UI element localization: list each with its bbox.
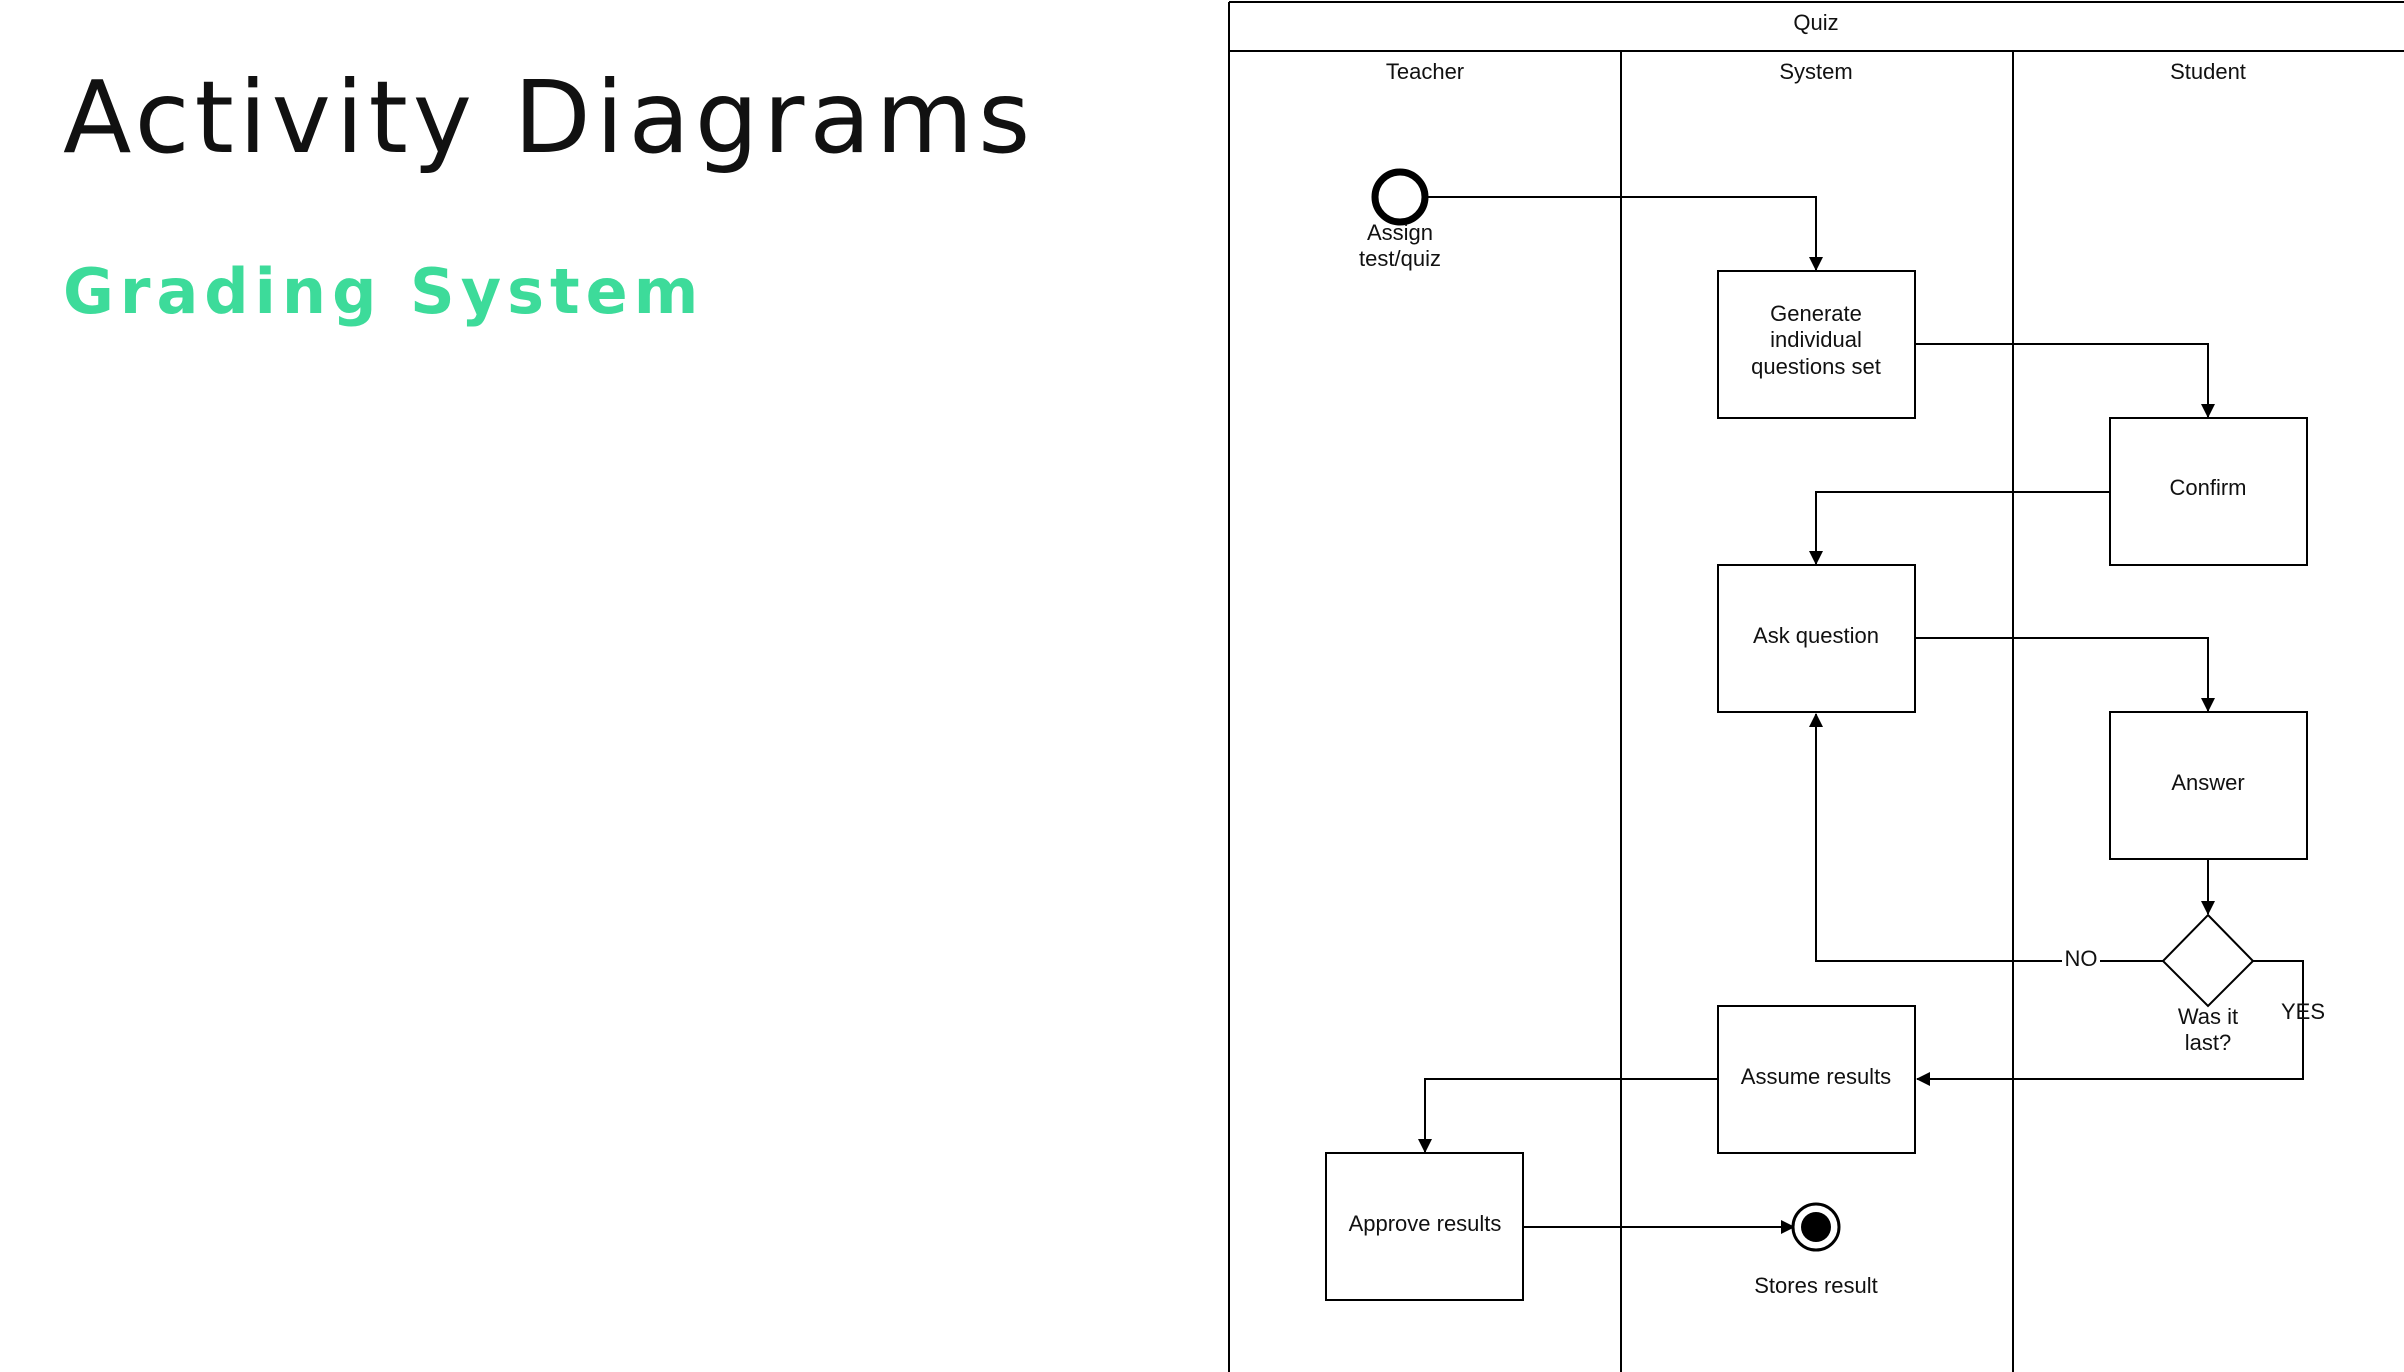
activity-generate-line1: Generate bbox=[1770, 301, 1862, 326]
activity-answer-label: Answer bbox=[2171, 770, 2244, 795]
flow-assume-to-approve bbox=[1418, 1078, 1718, 1153]
pool-title: Quiz bbox=[1793, 10, 1838, 35]
lane-header-system: System bbox=[1779, 59, 1852, 84]
swimlane-pool bbox=[1228, 1, 2404, 1372]
activity-approve-results bbox=[1325, 1152, 1524, 1301]
activity-approve-label: Approve results bbox=[1349, 1211, 1502, 1236]
decision-no-label: NO bbox=[2065, 946, 2098, 971]
lane-header-student: Student bbox=[2170, 59, 2246, 84]
activity-ask-question bbox=[1717, 564, 1916, 713]
page-subtitle: Grading System bbox=[63, 255, 705, 328]
start-label-line2: test/quiz bbox=[1359, 246, 1441, 271]
activity-answer bbox=[2109, 711, 2308, 860]
activity-confirm-label: Confirm bbox=[2169, 475, 2246, 500]
page-title: Activity Diagrams bbox=[63, 59, 1036, 176]
end-node-core bbox=[1801, 1212, 1831, 1242]
start-label-line1: Assign bbox=[1367, 220, 1433, 245]
activity-assume-label: Assume results bbox=[1741, 1064, 1891, 1089]
decision-yes-label: YES bbox=[2281, 999, 2325, 1024]
flow-start-to-generate bbox=[1427, 196, 1823, 271]
flow-confirm-to-ask bbox=[1809, 491, 2110, 565]
flow-decision-no bbox=[1809, 713, 2163, 962]
end-label: Stores result bbox=[1754, 1273, 1878, 1298]
activity-generate-line2: individual bbox=[1770, 327, 1862, 352]
start-node bbox=[1371, 168, 1429, 226]
decision-label-line1: Was it bbox=[2178, 1004, 2238, 1029]
activity-confirm bbox=[2109, 417, 2308, 566]
activity-generate-line3: questions set bbox=[1751, 354, 1881, 379]
activity-generate-questions bbox=[1717, 270, 1916, 419]
lane-header-teacher: Teacher bbox=[1386, 59, 1464, 84]
flow-generate-to-confirm bbox=[1915, 343, 2215, 418]
decision-label-line2: last? bbox=[2185, 1030, 2231, 1055]
decision-node bbox=[2161, 913, 2255, 1008]
flow-decision-yes bbox=[1916, 960, 2304, 1086]
flow-ask-to-answer bbox=[1915, 637, 2215, 712]
activity-assume-results bbox=[1717, 1005, 1916, 1154]
activity-ask-label: Ask question bbox=[1753, 623, 1879, 648]
